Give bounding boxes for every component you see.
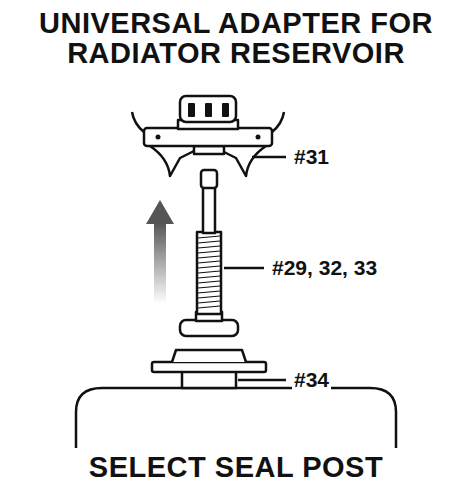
lift-arrowhead xyxy=(146,200,174,224)
adapter-plate xyxy=(144,128,272,146)
title: UNIVERSAL ADAPTER FOR RADIATOR RESERVOIR xyxy=(14,8,458,69)
leader-line xyxy=(224,267,264,270)
callout-number: #29, 32, 33 xyxy=(270,257,379,279)
lift-arrow xyxy=(154,222,166,304)
callout-number: #31 xyxy=(292,146,331,168)
post-tip xyxy=(201,170,217,188)
post-stem xyxy=(203,186,215,233)
knurled-cap xyxy=(180,96,236,122)
leader-line xyxy=(252,156,286,159)
post-base xyxy=(180,320,238,336)
adapter-left-leg xyxy=(150,146,196,176)
neck-flange xyxy=(152,362,266,372)
caption: SELECT SEAL POST xyxy=(10,452,462,482)
leader-line xyxy=(238,379,286,382)
callout-number: #34 xyxy=(292,369,331,391)
neck-lip xyxy=(172,350,246,362)
reservoir-bottle xyxy=(76,388,396,448)
adapter-right-leg xyxy=(220,146,266,176)
threaded-post xyxy=(197,232,221,314)
